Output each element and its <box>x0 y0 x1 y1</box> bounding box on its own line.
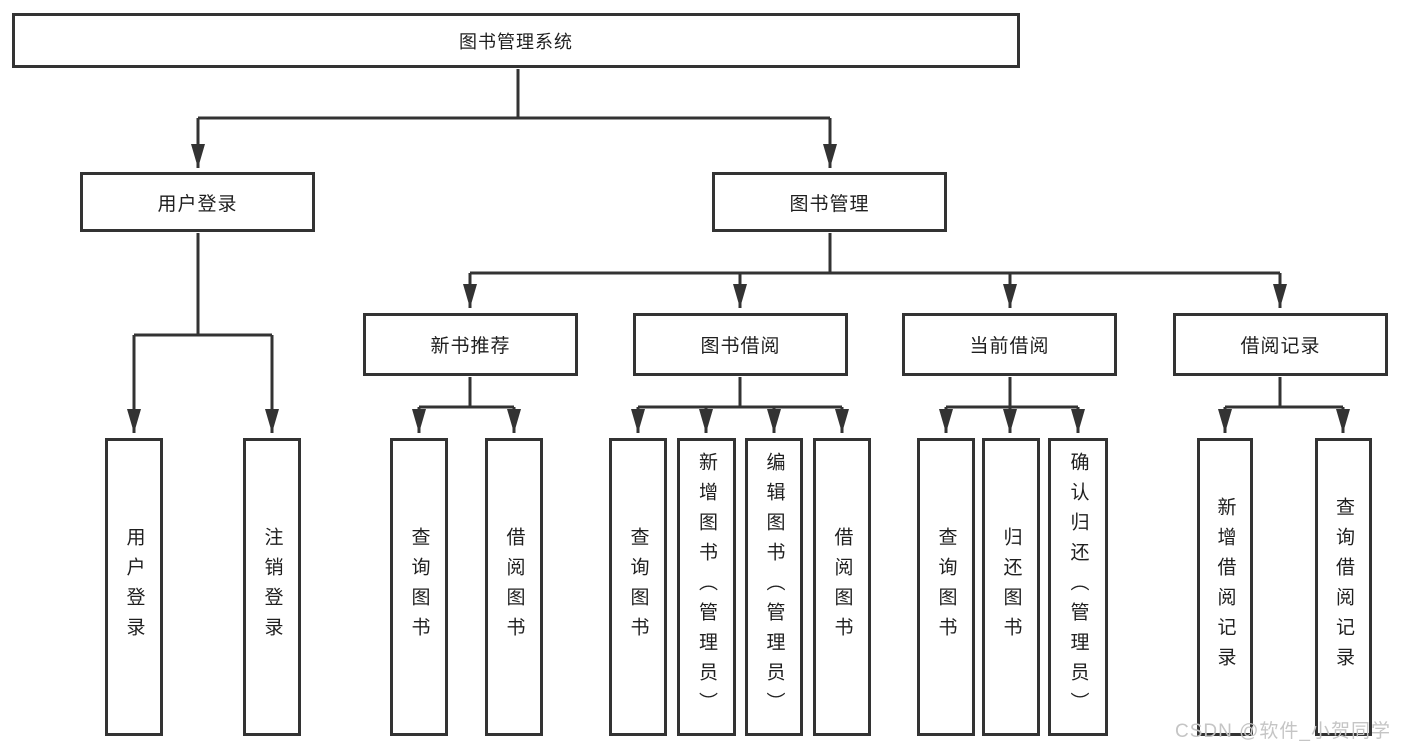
node-current-borrow-label: 当前借阅 <box>969 336 1050 357</box>
leaf-user-login: 用户登录 <box>105 438 163 736</box>
leaf-logout-label: 注销登录 <box>261 527 283 647</box>
node-new-book-recommend: 新书推荐 <box>363 313 578 376</box>
leaf-newrec-borrow-book: 借阅图书 <box>485 438 543 736</box>
connector-borrow-record-children <box>1218 377 1350 433</box>
csdn-watermark: CSDN @软件_小贺同学 <box>1175 721 1391 742</box>
node-borrow-record-label: 借阅记录 <box>1240 336 1321 357</box>
leaf-logout: 注销登录 <box>243 438 301 736</box>
leaf-borrow-query-book-label: 查询图书 <box>627 527 649 647</box>
leaf-return-book-label: 归还图书 <box>1000 527 1022 647</box>
node-new-book-recommend-label: 新书推荐 <box>430 336 511 357</box>
leaf-borrow-book: 借阅图书 <box>813 438 871 736</box>
leaf-borrow-query-book: 查询图书 <box>609 438 667 736</box>
leaf-add-borrow-record: 新增借阅记录 <box>1197 438 1253 736</box>
connector-root-to-branches <box>191 69 837 168</box>
leaf-confirm-return-admin-label: 确认归还（管理员） <box>1067 452 1089 722</box>
leaf-newrec-query-book: 查询图书 <box>390 438 448 736</box>
connector-user-login-children <box>127 233 279 433</box>
leaf-newrec-query-book-label: 查询图书 <box>408 527 430 647</box>
leaf-add-borrow-record-label: 新增借阅记录 <box>1214 497 1236 677</box>
leaf-current-query-book: 查询图书 <box>917 438 975 736</box>
leaf-borrow-book-label: 借阅图书 <box>831 527 853 647</box>
node-borrow-record: 借阅记录 <box>1173 313 1388 376</box>
connector-book-borrow-children <box>631 377 849 433</box>
connector-current-borrow-children <box>939 377 1085 433</box>
leaf-query-borrow-record-label: 查询借阅记录 <box>1333 497 1354 677</box>
leaf-add-book-admin: 新增图书（管理员） <box>677 438 736 736</box>
leaf-current-query-book-label: 查询图书 <box>935 527 957 647</box>
node-current-borrow: 当前借阅 <box>902 313 1117 376</box>
leaf-edit-book-admin: 编辑图书（管理员） <box>745 438 803 736</box>
leaf-edit-book-admin-label: 编辑图书（管理员） <box>763 452 785 722</box>
node-user-login-label: 用户登录 <box>157 193 238 215</box>
connector-book-mgmt-children <box>463 233 1287 308</box>
node-book-mgmt-label: 图书管理 <box>789 193 870 215</box>
node-root-system: 图书管理系统 <box>12 13 1020 68</box>
node-root-system-label: 图书管理系统 <box>459 31 573 52</box>
leaf-user-login-label: 用户登录 <box>123 527 145 647</box>
node-book-mgmt: 图书管理 <box>712 172 947 232</box>
node-book-borrow-label: 图书借阅 <box>700 336 781 357</box>
leaf-return-book: 归还图书 <box>982 438 1040 736</box>
node-book-borrow: 图书借阅 <box>633 313 848 376</box>
leaf-newrec-borrow-book-label: 借阅图书 <box>503 527 525 647</box>
node-user-login: 用户登录 <box>80 172 315 232</box>
leaf-add-book-admin-label: 新增图书（管理员） <box>696 452 717 722</box>
connector-new-book-children <box>412 377 521 433</box>
leaf-query-borrow-record: 查询借阅记录 <box>1315 438 1372 736</box>
leaf-confirm-return-admin: 确认归还（管理员） <box>1048 438 1108 736</box>
